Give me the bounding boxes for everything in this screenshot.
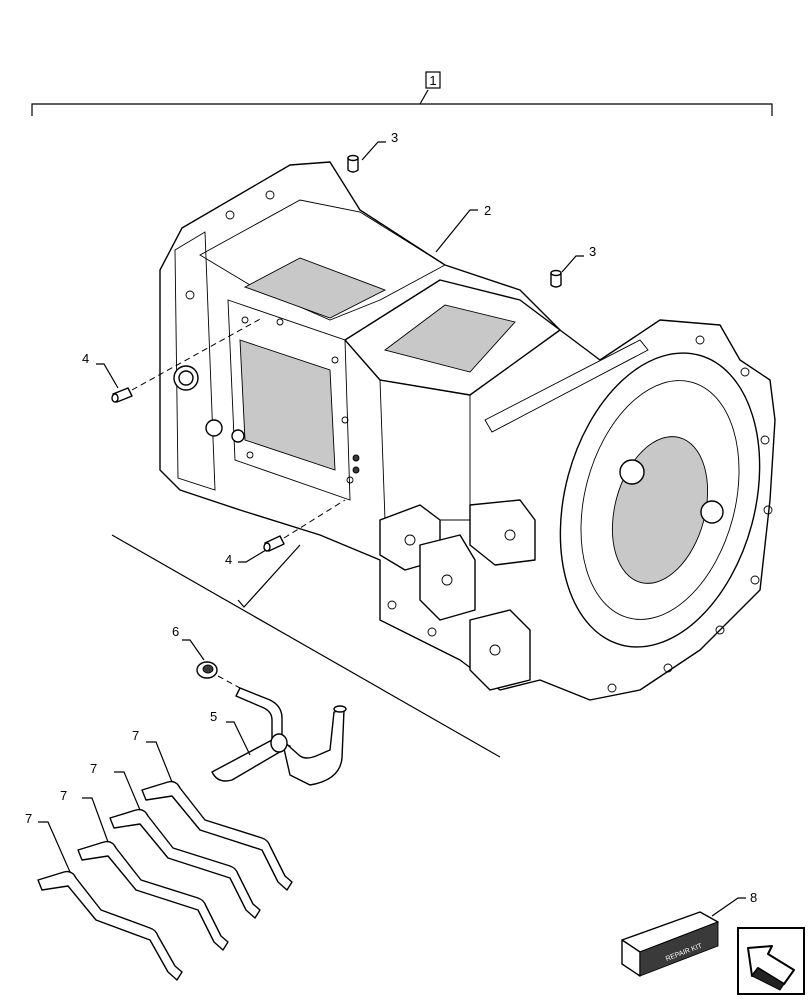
leader-3-top xyxy=(361,141,386,161)
callout-8: 8 xyxy=(750,890,757,905)
navigation-arrow-icon[interactable] xyxy=(737,927,805,995)
leader-2 xyxy=(435,209,478,253)
dowel-right xyxy=(550,269,562,288)
tube-assembly xyxy=(211,687,347,786)
pin-upper xyxy=(111,317,263,403)
leader-7-c xyxy=(82,797,109,843)
leader-5 xyxy=(226,721,251,756)
leader-4-lower xyxy=(238,549,267,563)
callout-7-d: 7 xyxy=(25,811,32,826)
rod-c xyxy=(77,840,229,951)
callout-1: 1 xyxy=(429,73,436,88)
callout-4-upper: 4 xyxy=(82,351,89,366)
assembly-bracket: 1 xyxy=(31,71,773,116)
pin-lower xyxy=(263,499,346,552)
leader-3-right xyxy=(561,255,584,273)
transmission-housing xyxy=(159,161,776,701)
leader-7-d xyxy=(38,821,71,873)
leader-7-b xyxy=(114,771,141,811)
dowel-top xyxy=(347,154,359,173)
separation-line xyxy=(111,534,501,758)
callout-3-top: 3 xyxy=(391,130,398,145)
callout-4-lower: 4 xyxy=(225,552,232,567)
callout-5: 5 xyxy=(210,709,217,724)
callout-3-right: 3 xyxy=(589,244,596,259)
rod-d xyxy=(37,870,183,981)
plug xyxy=(196,661,241,689)
rod-b xyxy=(109,808,261,919)
callout-7-b: 7 xyxy=(90,761,97,776)
leader-6 xyxy=(182,639,205,661)
callout-6: 6 xyxy=(172,624,179,639)
leader-7-a xyxy=(146,741,173,783)
callout-7-c: 7 xyxy=(60,788,67,803)
callout-2: 2 xyxy=(484,203,491,218)
leader-8 xyxy=(711,897,746,917)
repair-kit-box-icon: REPAIR KIT xyxy=(621,911,719,977)
leader-4-upper xyxy=(96,363,119,389)
callout-7-a: 7 xyxy=(132,728,139,743)
rod-a xyxy=(141,780,293,891)
